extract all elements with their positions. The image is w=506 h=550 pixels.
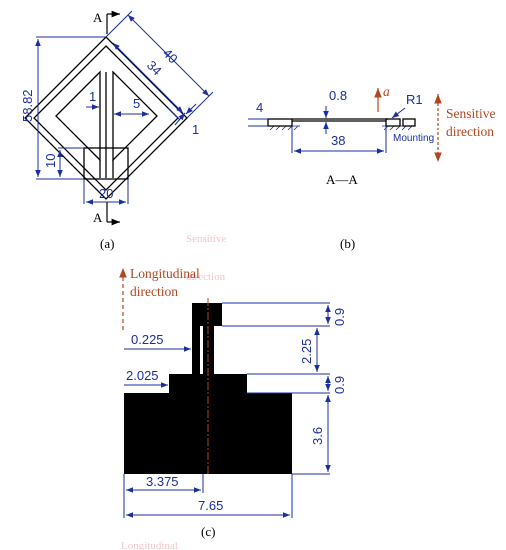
section-letter-top: A — [93, 10, 103, 25]
dim-3-6: 3.6 — [310, 427, 325, 445]
dim-20: 20 — [83, 179, 129, 205]
dim-3-375: 3.375 — [123, 474, 204, 493]
svg-text:3.375: 3.375 — [146, 474, 179, 489]
caption-c: (c) — [201, 524, 215, 539]
dim-2-025: 2.025 — [124, 368, 168, 388]
dim-58-82: 58.82 — [20, 36, 106, 180]
section-marker-bottom: A — [93, 202, 120, 226]
dim-7-65: 7.65 — [123, 474, 293, 518]
dim-1-inner: 1 — [86, 89, 99, 110]
svg-text:20: 20 — [99, 186, 113, 201]
svg-text:5: 5 — [133, 96, 140, 111]
svg-text:1: 1 — [89, 89, 96, 104]
section-marker-top: A — [93, 10, 120, 34]
dim-right-stack — [222, 302, 331, 475]
mounting-label: Mounting — [393, 133, 434, 144]
longitudinal-label-line2: direction — [130, 284, 178, 299]
beam-profile — [267, 118, 416, 127]
svg-text:58.82: 58.82 — [20, 89, 35, 122]
sensitive-label-line1: Sensitive — [446, 106, 496, 121]
svg-text:1: 1 — [192, 122, 199, 137]
section-letter-bottom: A — [93, 210, 103, 225]
caption-a: (a) — [100, 236, 114, 251]
svg-text:0.225: 0.225 — [131, 332, 164, 347]
dim-2-25: 2.25 — [299, 339, 314, 364]
ghost-text-sensitive: Sensitive — [186, 233, 226, 245]
svg-text:34: 34 — [144, 58, 165, 79]
dim-0-8: 0.8 — [323, 88, 347, 134]
svg-text:38: 38 — [331, 133, 345, 148]
panel-a: A A 40 34 1 58.8 — [20, 10, 214, 251]
dim-r1: R1 — [391, 92, 423, 119]
svg-text:10: 10 — [43, 154, 58, 168]
accel-label: a — [383, 84, 390, 99]
svg-text:40: 40 — [160, 46, 181, 67]
section-label-a-a: A—A — [326, 172, 358, 187]
svg-text:7.65: 7.65 — [198, 498, 223, 513]
sensitive-label-line2: direction — [446, 124, 494, 139]
dim-38: 38 — [291, 126, 387, 154]
longitudinal-label-line1: Longitudinal — [130, 266, 200, 281]
svg-text:R1: R1 — [406, 92, 423, 107]
svg-text:0.8: 0.8 — [329, 88, 347, 103]
dim-1-right: 1 — [167, 103, 199, 137]
accel-arrow: a — [374, 84, 390, 112]
dim-0-225: 0.225 — [124, 332, 191, 352]
ghost-text-direction: direction — [186, 271, 226, 283]
dim-5: 5 — [114, 96, 149, 117]
ghost-text-longitudinal: Longitudinal — [121, 540, 178, 550]
svg-text:4: 4 — [256, 100, 263, 115]
panel-c: Longitudinal direction 0.225 2.025 3.375 — [119, 266, 347, 550]
panel-b: 4 0.8 a R1 Mounting 38 — [186, 84, 496, 283]
dim-4: 4 — [248, 100, 268, 127]
base-block — [83, 147, 129, 180]
dim-0-9-mid: 0.9 — [332, 376, 347, 394]
caption-b: (b) — [340, 236, 355, 251]
dim-10: 10 — [43, 147, 84, 177]
dim-0-9-top: 0.9 — [332, 308, 347, 326]
diamond-frame — [24, 36, 188, 200]
svg-text:2.025: 2.025 — [126, 368, 159, 383]
